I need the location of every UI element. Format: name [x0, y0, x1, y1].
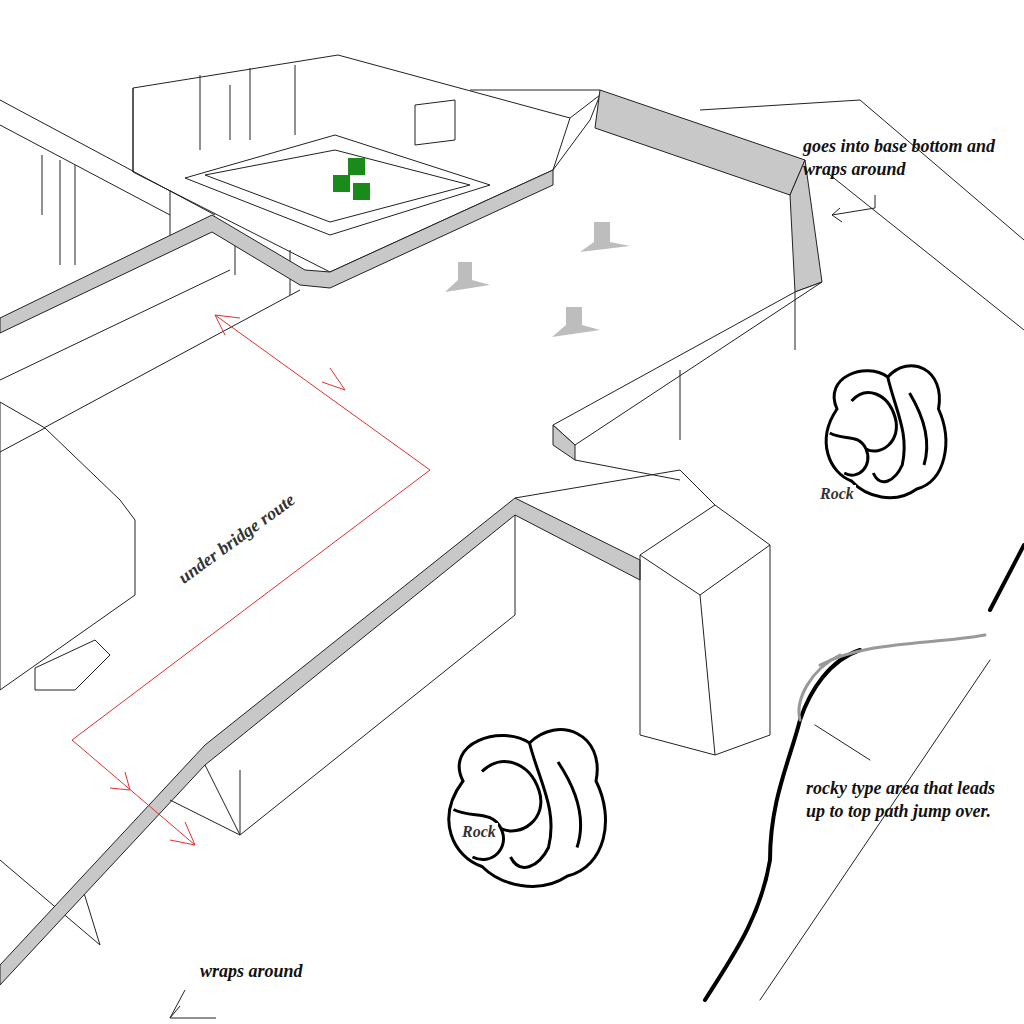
rock-stroke — [511, 743, 552, 867]
rocky-area — [705, 545, 1024, 1000]
rock-scribble — [808, 345, 953, 505]
left-block — [0, 402, 135, 945]
sketch-line — [990, 545, 1024, 610]
sketch-line — [110, 788, 130, 790]
sketch-line — [680, 370, 681, 440]
sketch-line — [552, 307, 600, 337]
sketch-line — [0, 452, 1, 690]
sketch-line — [353, 183, 370, 200]
sketch-line — [170, 800, 240, 835]
sketch-line — [415, 100, 455, 145]
sketch-line — [0, 860, 100, 945]
sketch-line — [295, 65, 296, 135]
sketch-line — [0, 498, 640, 985]
route-label: under bridge route — [171, 487, 302, 590]
rock-label: Rock — [460, 823, 498, 841]
sketch-line — [205, 765, 240, 835]
sketch-line — [470, 90, 600, 91]
sketch-line — [322, 368, 345, 390]
sketch-line — [705, 650, 860, 1000]
rock-stroke — [873, 377, 904, 482]
sketch-line — [185, 822, 195, 845]
sketch-line — [0, 402, 45, 452]
sketch-line — [815, 725, 870, 760]
sketch-line — [0, 270, 230, 380]
sketch-line — [0, 428, 135, 690]
rock-stroke — [454, 810, 504, 860]
rock-stroke — [482, 762, 541, 831]
sketch-line — [640, 545, 770, 755]
rock-stroke — [449, 730, 606, 887]
sketch-line — [640, 505, 770, 595]
sketch-line — [553, 282, 822, 445]
sketch-line — [240, 770, 241, 835]
under-bridge-route — [72, 315, 430, 845]
sketch-line — [830, 175, 1024, 330]
rock-outline: Rock — [808, 345, 953, 505]
sketch-line — [0, 100, 215, 215]
right-wall — [553, 90, 822, 480]
note-text: goes into base bottom and wraps around — [803, 135, 1003, 180]
sketch-line — [205, 150, 470, 222]
rock-label: Rock — [818, 485, 856, 503]
green-objectives — [333, 158, 370, 200]
sketch-line — [790, 160, 822, 292]
direction-arrows — [170, 195, 875, 1018]
sketch-line — [170, 1006, 180, 1018]
sketch-line — [125, 772, 130, 790]
sketch-line — [170, 990, 216, 1018]
sketch-line — [445, 262, 490, 292]
sketch-line — [515, 470, 715, 505]
sketch-line — [515, 515, 516, 615]
sketch-line — [595, 90, 805, 195]
sketch-line — [230, 85, 231, 140]
sketch-line — [72, 740, 195, 845]
sketch-line — [42, 155, 43, 215]
rock-stroke — [826, 366, 946, 498]
floor-markers — [445, 222, 630, 337]
sketch-line — [553, 425, 575, 460]
sketch-line — [820, 635, 985, 665]
rock-stroke — [830, 433, 868, 475]
sketch-line — [72, 315, 430, 740]
sketch-line — [60, 160, 61, 265]
note-text: wraps around — [200, 960, 303, 983]
left-bridge — [0, 100, 553, 430]
sketch-line — [0, 170, 553, 333]
sketch-line — [250, 68, 251, 140]
sketch-line — [133, 88, 134, 172]
sketch-line — [200, 75, 201, 150]
note-text: rocky type area that leads up to top pat… — [806, 777, 1011, 822]
sketch-line — [795, 292, 796, 350]
rock-scribble — [425, 705, 615, 895]
sketch-line — [333, 175, 350, 192]
sketch-line — [215, 315, 225, 335]
sketch-line — [170, 840, 195, 845]
center-wall — [0, 470, 770, 985]
sketch-line — [580, 222, 630, 252]
sketch-line — [575, 460, 680, 480]
rock-stroke — [852, 393, 897, 451]
sketch-line — [553, 95, 600, 170]
sketch-line — [700, 100, 860, 110]
rock-outline: Rock — [425, 705, 615, 895]
sketch-line — [832, 208, 842, 222]
rock-stroke — [910, 393, 927, 465]
sketch-line — [760, 660, 990, 1000]
sketch-line — [240, 615, 515, 835]
sketch-line — [700, 595, 715, 755]
rock-stroke — [558, 762, 581, 848]
sketch-line — [40, 290, 300, 430]
sketch-line — [35, 640, 110, 690]
sketch-line — [832, 195, 875, 215]
sketch-line — [133, 55, 570, 272]
sketch-line — [75, 165, 76, 265]
sketch-line — [215, 315, 240, 318]
sketch-line — [348, 158, 365, 175]
sketch-line — [0, 125, 170, 215]
